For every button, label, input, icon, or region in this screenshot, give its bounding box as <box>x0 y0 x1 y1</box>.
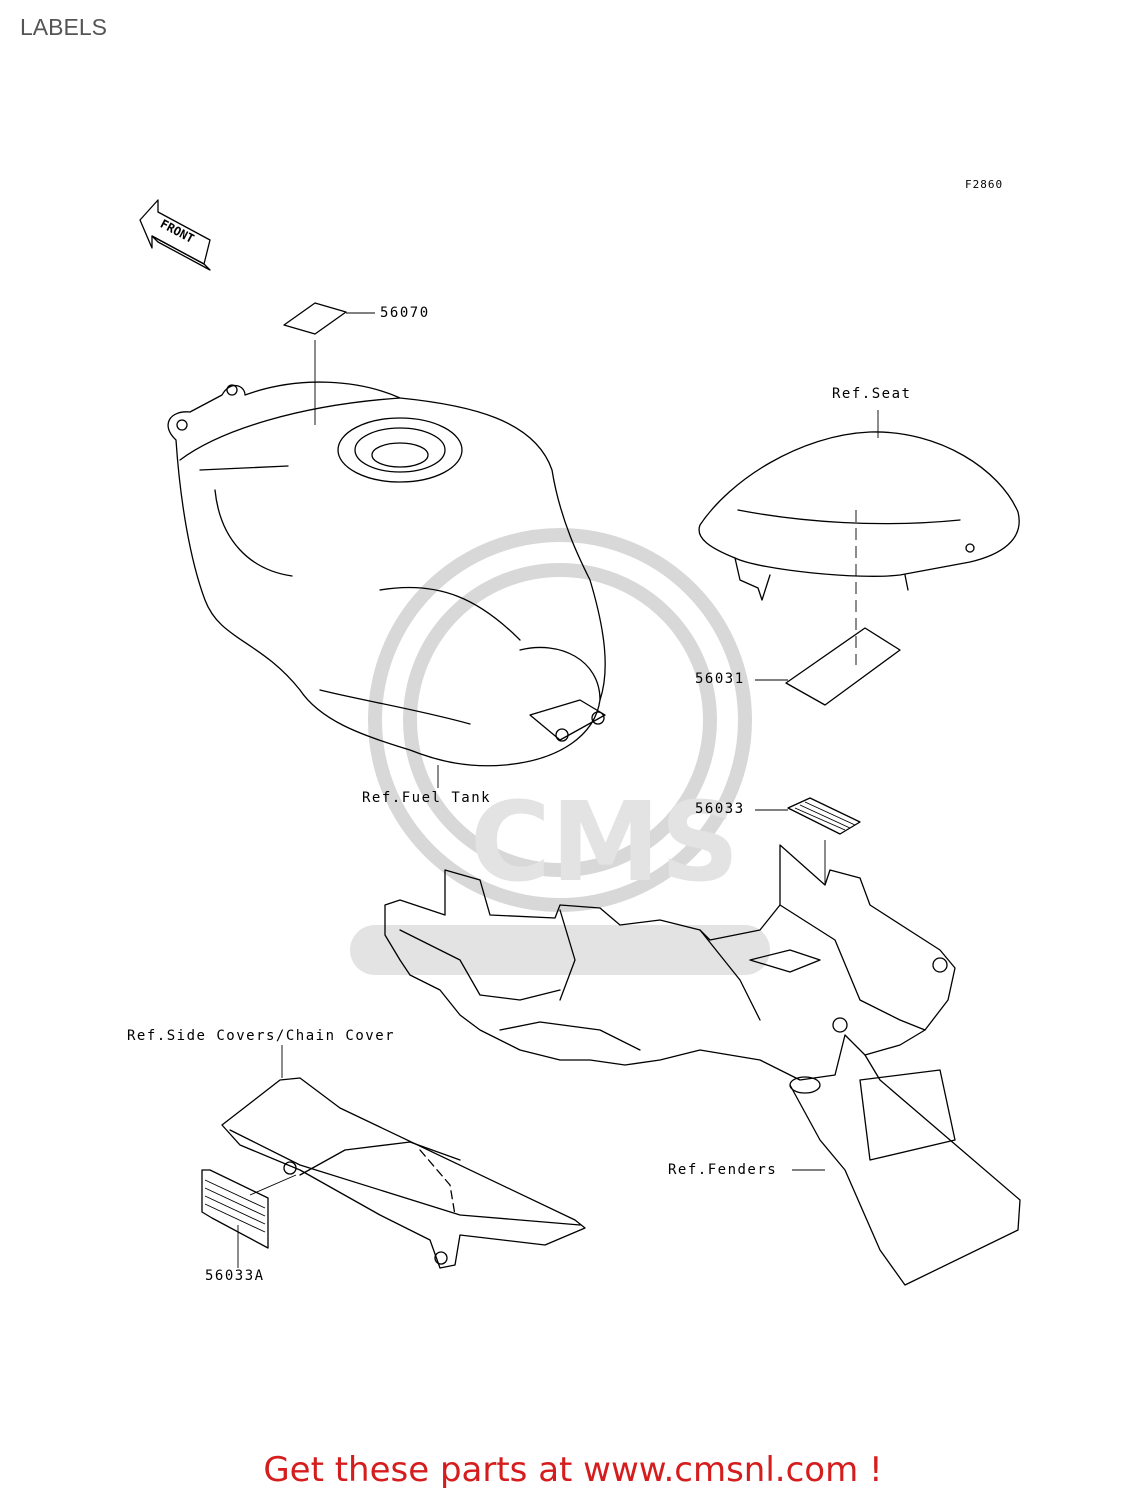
rear-fender-outline <box>384 844 1021 1286</box>
footer-parts-link[interactable]: Get these parts at www.cmsnl.com ! <box>263 1450 883 1490</box>
label-56033a-decal <box>201 1169 297 1268</box>
seat-outline <box>698 410 1020 665</box>
callout-56033a[interactable]: 56033A <box>205 1268 265 1284</box>
cms-watermark: CMS <box>350 528 770 975</box>
callout-ref-side-covers[interactable]: Ref.Side Covers/Chain Cover <box>127 1028 396 1044</box>
watermark-text: CMS <box>470 778 739 906</box>
label-56070-decal <box>283 302 375 425</box>
watermark-url-bar <box>350 925 770 975</box>
figure-code: F2860 <box>965 178 1004 191</box>
callout-56070[interactable]: 56070 <box>380 305 430 321</box>
callout-ref-seat[interactable]: Ref.Seat <box>832 386 912 402</box>
fuel-tank-outline <box>167 381 606 767</box>
callout-56033[interactable]: 56033 <box>695 801 745 817</box>
front-label: FRONT <box>158 217 196 246</box>
callout-56031[interactable]: 56031 <box>695 671 745 687</box>
label-56033-decal <box>755 797 861 885</box>
page-title: LABELS <box>20 14 107 40</box>
front-arrow-icon: FRONT <box>139 199 211 271</box>
callout-ref-fenders[interactable]: Ref.Fenders <box>668 1162 778 1178</box>
label-56031-decal <box>755 627 901 706</box>
chain-cover-outline <box>221 1045 586 1269</box>
callout-ref-fuel-tank[interactable]: Ref.Fuel Tank <box>362 790 492 806</box>
